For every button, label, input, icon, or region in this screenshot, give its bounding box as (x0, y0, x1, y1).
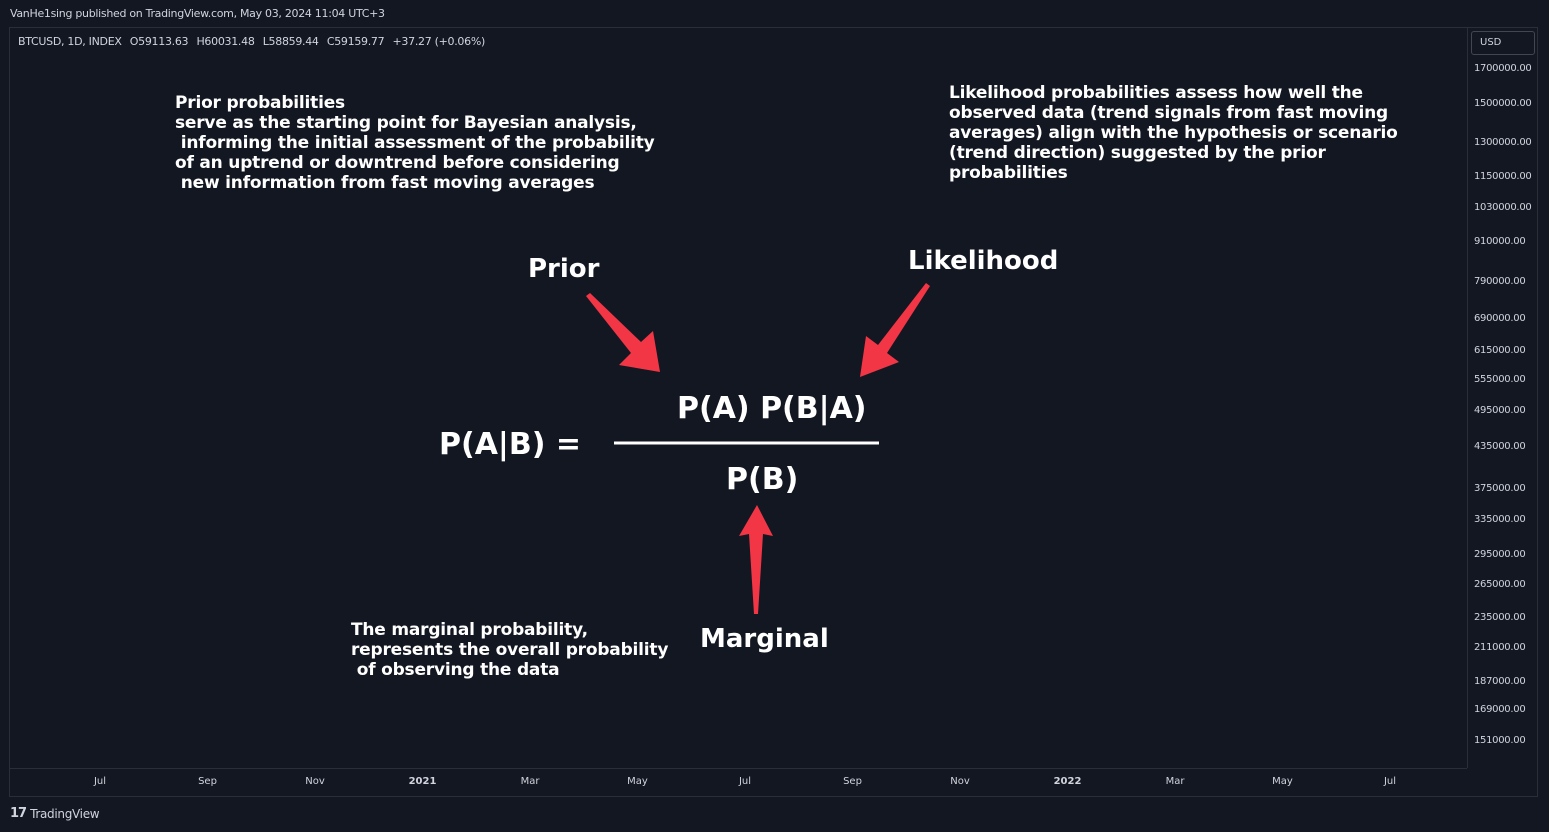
time-tick-label: May (627, 776, 648, 787)
close-value: C59159.77 (326, 35, 385, 48)
marginal-note[interactable]: The marginal probability, represents the… (351, 620, 669, 680)
price-tick-label: 335000.00 (1474, 513, 1526, 525)
formula-denominator[interactable]: P(B) (726, 462, 799, 497)
time-tick-label: Jul (93, 776, 107, 787)
price-tick-label: 169000.00 (1474, 703, 1526, 715)
price-tick-label: 555000.00 (1474, 373, 1526, 385)
time-tick-label: Jul (738, 776, 752, 787)
price-tick-label: 1300000.00 (1474, 137, 1532, 149)
time-tick-label: Sep (198, 776, 217, 787)
price-tick-label: 690000.00 (1474, 313, 1526, 325)
time-tick-label: Mar (1165, 776, 1185, 787)
formula-numerator[interactable]: P(A) P(B|A) (677, 391, 867, 426)
price-tick-label: 910000.00 (1474, 236, 1526, 248)
high-value: H60031.48 (196, 35, 255, 48)
currency-button[interactable]: USD (1471, 31, 1535, 55)
formula-lhs[interactable]: P(A|B) = (439, 427, 582, 462)
price-tick-label: 375000.00 (1474, 482, 1526, 494)
time-tick-label: Jul (1383, 776, 1397, 787)
symbol-legend: BTCUSD, 1D, INDEX O59113.63 H60031.48 L5… (18, 35, 490, 48)
price-tick-label: 151000.00 (1474, 735, 1526, 746)
likelihood-note[interactable]: Likelihood probabilities assess how well… (949, 83, 1398, 183)
price-tick-label: 790000.00 (1474, 275, 1526, 287)
change-value: +37.27 (+0.06%) (392, 35, 486, 48)
symbol-name[interactable]: BTCUSD, 1D, INDEX (18, 35, 122, 48)
price-axis[interactable] (1467, 28, 1538, 768)
price-tick-label: 235000.00 (1474, 612, 1526, 624)
prior-note[interactable]: Prior probabilities serve as the startin… (175, 93, 655, 193)
open-value: O59113.63 (129, 35, 189, 48)
time-tick-label: 2022 (1053, 776, 1082, 787)
time-tick-label: May (1272, 776, 1293, 787)
prior-label[interactable]: Prior (528, 254, 600, 284)
publish-info: VanHe1sing published on TradingView.com,… (10, 7, 385, 20)
price-tick-label: 495000.00 (1474, 405, 1526, 417)
price-tick-label: 1700000.00 (1474, 63, 1532, 74)
price-tick-label: 615000.00 (1474, 345, 1526, 357)
price-tick-label: 265000.00 (1474, 578, 1526, 590)
marginal-label[interactable]: Marginal (700, 624, 829, 654)
price-tick-label: 187000.00 (1474, 675, 1526, 687)
low-value: L58859.44 (262, 35, 319, 48)
likelihood-label[interactable]: Likelihood (908, 246, 1059, 276)
price-tick-label: 1030000.00 (1474, 202, 1532, 214)
price-tick-label: 211000.00 (1474, 642, 1526, 654)
tradingview-brand[interactable]: 17 TradingView (10, 806, 100, 821)
time-tick-label: 2021 (408, 776, 437, 787)
time-tick-label: Nov (950, 776, 970, 787)
time-tick-label: Nov (305, 776, 325, 787)
likelihood-arrow-icon[interactable] (860, 283, 930, 377)
time-tick-label: Sep (843, 776, 862, 787)
chart-pane[interactable] (9, 27, 1538, 797)
price-tick-label: 435000.00 (1474, 441, 1526, 453)
time-axis[interactable] (10, 768, 1467, 797)
price-tick-label: 295000.00 (1474, 549, 1526, 561)
prior-arrow-icon[interactable] (586, 293, 660, 372)
tradingview-logo-icon: 17 (10, 806, 27, 821)
marginal-arrow-icon[interactable] (739, 505, 773, 614)
brand-name: TradingView (30, 806, 100, 821)
time-tick-label: Mar (520, 776, 540, 787)
price-tick-label: 1500000.00 (1474, 97, 1532, 109)
price-tick-label: 1150000.00 (1474, 171, 1532, 183)
